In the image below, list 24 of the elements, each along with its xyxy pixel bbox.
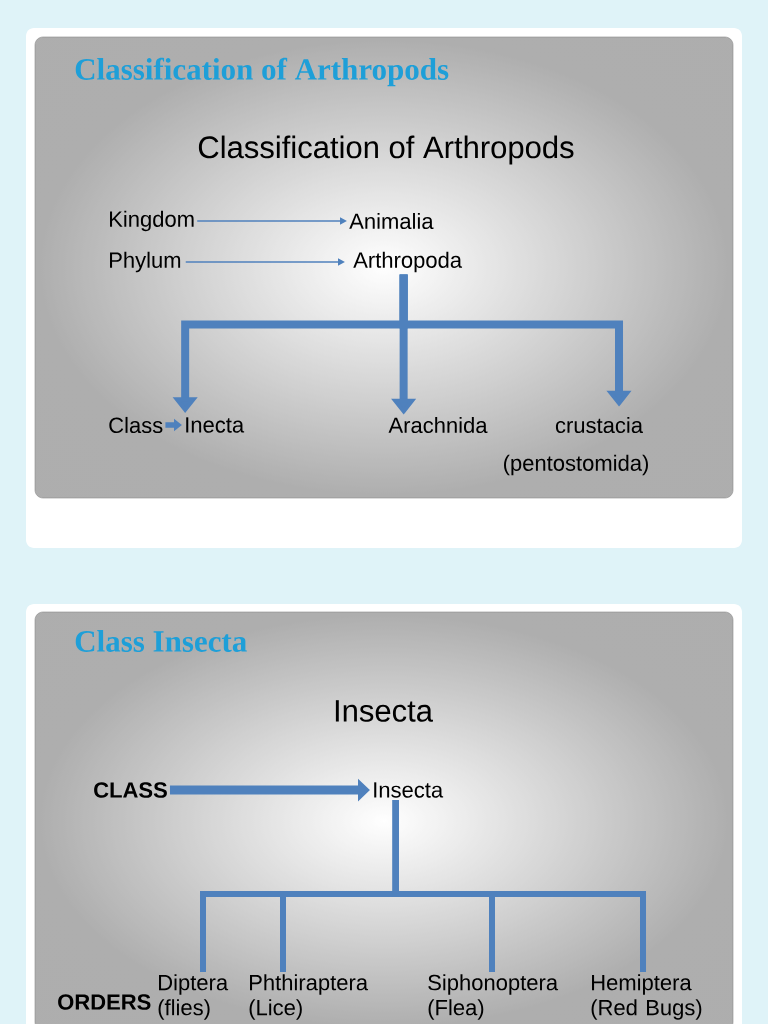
slide-panel [34, 611, 734, 1024]
taxon-label: Inecta [186, 417, 245, 433]
diagram-heading: Classification of Arthropods [198, 135, 574, 165]
taxon-label: Phylum [110, 251, 181, 273]
row-label: ORDERS [58, 994, 151, 1010]
slide-title: Classification of Arthropods [75, 57, 449, 87]
taxon-label: Diptera (flies) [158, 974, 229, 1020]
taxon-label: Animalia [349, 212, 434, 230]
slide-panel [34, 36, 734, 499]
taxon-label: Siphonoptera (Flea) [428, 974, 559, 1020]
taxon-label: CLASS [94, 782, 167, 798]
taxon-label: Phthiraptera (Lice) [249, 974, 369, 1020]
taxon-label: Arachnida [388, 416, 488, 434]
taxon-label: Arthropoda [353, 251, 463, 273]
arrow [196, 217, 347, 225]
taxon-label: Insecta [374, 782, 444, 798]
taxon-note: (pentostomida) [504, 454, 648, 476]
taxon-label: Kingdom [110, 210, 194, 232]
diagram-heading: Insecta [335, 700, 433, 722]
slide-title: Class Insecta [75, 630, 247, 652]
arrow [184, 258, 345, 266]
taxon-label: Hemiptera (Red Bugs) [591, 974, 702, 1020]
taxon-label: crustacia [555, 416, 643, 434]
taxon-label: Class [109, 416, 163, 434]
